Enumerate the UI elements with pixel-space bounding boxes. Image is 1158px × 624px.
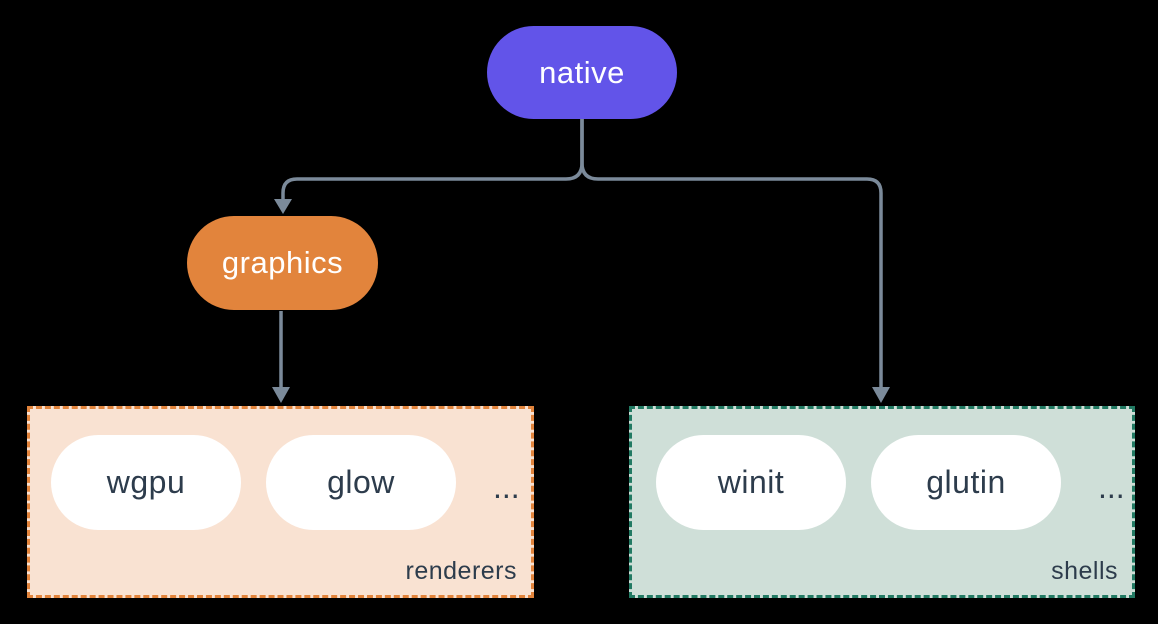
node-glutin-label: glutin [926,464,1006,500]
arrowhead-shells [872,387,890,403]
node-glow: glow [266,435,456,530]
node-winit-label: winit [717,464,785,500]
node-native-label: native [539,54,625,90]
renderers-ellipsis: ... [493,469,520,505]
group-renderers: wgpu glow ... renderers [27,406,534,598]
node-wgpu-label: wgpu [106,464,186,500]
connector-native-shells [580,119,883,387]
shells-ellipsis: ... [1098,469,1125,505]
node-winit: winit [656,435,846,530]
connector-native-graphics [281,119,584,199]
node-glow-label: glow [327,464,395,500]
arrowhead-graphics [274,199,292,214]
node-graphics-label: graphics [221,245,344,280]
node-native: native [487,26,677,119]
node-wgpu: wgpu [51,435,241,530]
group-renderers-label: renderers [405,557,517,585]
node-graphics: graphics [187,216,378,310]
group-shells-label: shells [1051,557,1118,585]
group-renderers-items: wgpu glow ... [51,435,520,530]
arrowhead-renderers [272,387,290,403]
group-shells-items: winit glutin ... [656,435,1125,530]
node-glutin: glutin [871,435,1061,530]
group-shells: winit glutin ... shells [629,406,1135,598]
